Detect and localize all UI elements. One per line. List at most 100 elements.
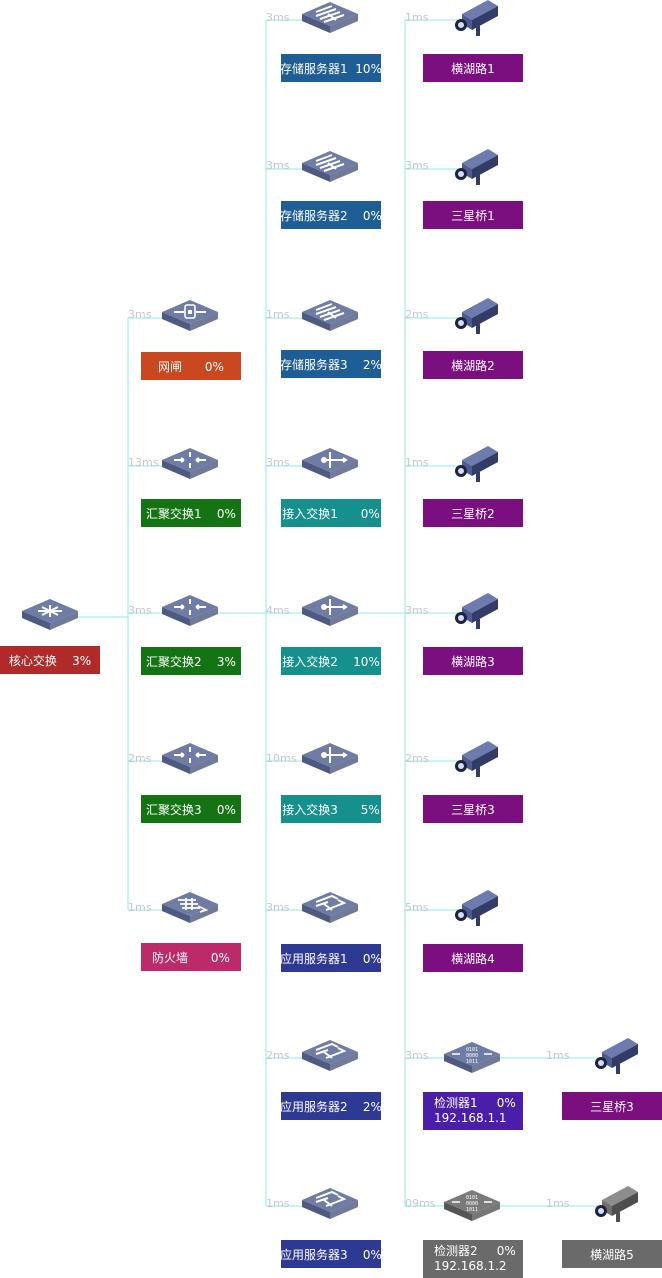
node-name: 三星桥2 <box>451 506 495 521</box>
latency-label: 09ms <box>405 1197 436 1210</box>
app-server-icon[interactable] <box>298 886 362 934</box>
storage-server-icon[interactable] <box>298 294 362 342</box>
app-server-label: 应用服务器2 2% <box>280 1092 382 1120</box>
node-name: 汇聚交换1 0% <box>146 506 236 521</box>
app-server-label: 应用服务器1 0% <box>280 944 382 972</box>
node-name: 核心交换 3% <box>8 653 92 668</box>
aggregation-switch-label: 汇聚交换2 3% <box>141 647 241 675</box>
core-switch-label: 核心交换 3% <box>0 646 100 674</box>
storage-server-icon[interactable] <box>298 145 362 193</box>
latency-label: 2ms <box>128 752 152 765</box>
latency-label: 2ms <box>266 1049 290 1062</box>
aggregation-switch-icon[interactable] <box>158 589 222 637</box>
node-name: 接入交换1 0% <box>282 506 380 521</box>
gateway-icon[interactable] <box>158 294 222 342</box>
camera-label: 三星桥3 <box>423 795 523 823</box>
latency-label: 1ms <box>405 456 429 469</box>
camera-icon[interactable] <box>580 1034 644 1082</box>
camera-icon[interactable] <box>440 294 504 342</box>
aggregation-switch-icon[interactable] <box>158 737 222 785</box>
svg-text:0000: 0000 <box>466 1201 478 1207</box>
access-switch-label: 接入交换1 0% <box>281 499 381 527</box>
node-name: 存储服务器3 2% <box>280 357 382 372</box>
camera-label: 三星桥1 <box>423 201 523 229</box>
camera-icon[interactable] <box>440 589 504 637</box>
storage-server-icon[interactable] <box>298 0 362 44</box>
latency-label: 2ms <box>405 752 429 765</box>
node-name: 横湖路1 <box>451 61 495 76</box>
camera-label: 横湖路5 <box>562 1240 662 1268</box>
camera-icon[interactable] <box>440 0 504 44</box>
detector-label: 检测器2 0%192.168.1.2 <box>423 1240 523 1278</box>
camera-label: 三星桥2 <box>423 499 523 527</box>
node-name: 网闸 0% <box>158 359 224 374</box>
svg-text:1011: 1011 <box>466 1059 478 1065</box>
latency-label: 2ms <box>405 308 429 321</box>
latency-label: 3ms <box>266 159 290 172</box>
latency-label: 3ms <box>266 901 290 914</box>
camera-icon[interactable] <box>440 886 504 934</box>
node-name: 汇聚交换2 3% <box>146 654 236 669</box>
latency-label: 1ms <box>546 1197 570 1210</box>
node-name: 横湖路2 <box>451 358 495 373</box>
camera-icon[interactable] <box>580 1182 644 1230</box>
latency-label: 4ms <box>266 604 290 617</box>
svg-text:0000: 0000 <box>466 1053 478 1059</box>
latency-label: 3ms <box>128 604 152 617</box>
latency-label: 1ms <box>546 1049 570 1062</box>
node-name: 检测器1 0% <box>434 1096 516 1110</box>
latency-label: 3ms <box>405 159 429 172</box>
detector-icon[interactable]: 0101 0000 1011 <box>440 1182 504 1230</box>
node-name: 三星桥3 <box>590 1099 634 1114</box>
latency-label: 1ms <box>128 901 152 914</box>
camera-icon[interactable] <box>440 737 504 785</box>
node-name: 汇聚交换3 0% <box>146 802 236 817</box>
camera-label: 横湖路1 <box>423 54 523 82</box>
firewall-icon[interactable] <box>158 886 222 934</box>
node-name: 接入交换2 10% <box>282 654 380 669</box>
access-switch-label: 接入交换2 10% <box>281 647 381 675</box>
latency-label: 1ms <box>266 308 290 321</box>
node-name: 三星桥1 <box>451 208 495 223</box>
latency-label: 10ms <box>266 752 297 765</box>
svg-text:1011: 1011 <box>466 1207 478 1213</box>
latency-label: 13ms <box>128 456 159 469</box>
access-switch-icon[interactable] <box>298 737 362 785</box>
app-server-label: 应用服务器3 0% <box>280 1240 382 1268</box>
app-server-icon[interactable] <box>298 1034 362 1082</box>
node-name: 接入交换3 5% <box>282 802 380 817</box>
aggregation-switch-icon[interactable] <box>158 442 222 490</box>
latency-label: 3ms <box>405 1049 429 1062</box>
camera-label: 三星桥3 <box>562 1092 662 1120</box>
access-switch-icon[interactable] <box>298 442 362 490</box>
svg-text:0101: 0101 <box>466 1047 478 1053</box>
app-server-icon[interactable] <box>298 1182 362 1230</box>
node-name: 应用服务器1 0% <box>280 951 382 966</box>
camera-icon[interactable] <box>440 145 504 193</box>
node-name: 存储服务器2 0% <box>280 208 382 223</box>
node-name: 横湖路3 <box>451 654 495 669</box>
node-name: 防火墙 0% <box>152 950 230 965</box>
camera-icon[interactable] <box>440 442 504 490</box>
node-ip: 192.168.1.2 <box>434 1259 507 1273</box>
camera-label: 横湖路2 <box>423 351 523 379</box>
storage-server-label: 存储服务器1 10% <box>280 54 382 82</box>
access-switch-icon[interactable] <box>298 589 362 637</box>
latency-label: 3ms <box>266 456 290 469</box>
detector-label: 检测器1 0%192.168.1.1 <box>423 1092 523 1130</box>
camera-label: 横湖路4 <box>423 944 523 972</box>
detector-icon[interactable]: 0101 0000 1011 <box>440 1034 504 1082</box>
core-switch-icon[interactable] <box>18 593 82 641</box>
latency-label: 3ms <box>128 308 152 321</box>
latency-label: 3ms <box>266 11 290 24</box>
latency-label: 5ms <box>405 901 429 914</box>
node-name: 应用服务器3 0% <box>280 1247 382 1262</box>
latency-label: 3ms <box>405 604 429 617</box>
firewall-label: 防火墙 0% <box>141 943 241 971</box>
gateway-label: 网闸 0% <box>141 352 241 380</box>
aggregation-switch-label: 汇聚交换3 0% <box>141 795 241 823</box>
node-name: 检测器2 0% <box>434 1244 516 1258</box>
node-ip: 192.168.1.1 <box>434 1111 507 1125</box>
latency-label: 1ms <box>405 11 429 24</box>
node-name: 应用服务器2 2% <box>280 1099 382 1114</box>
